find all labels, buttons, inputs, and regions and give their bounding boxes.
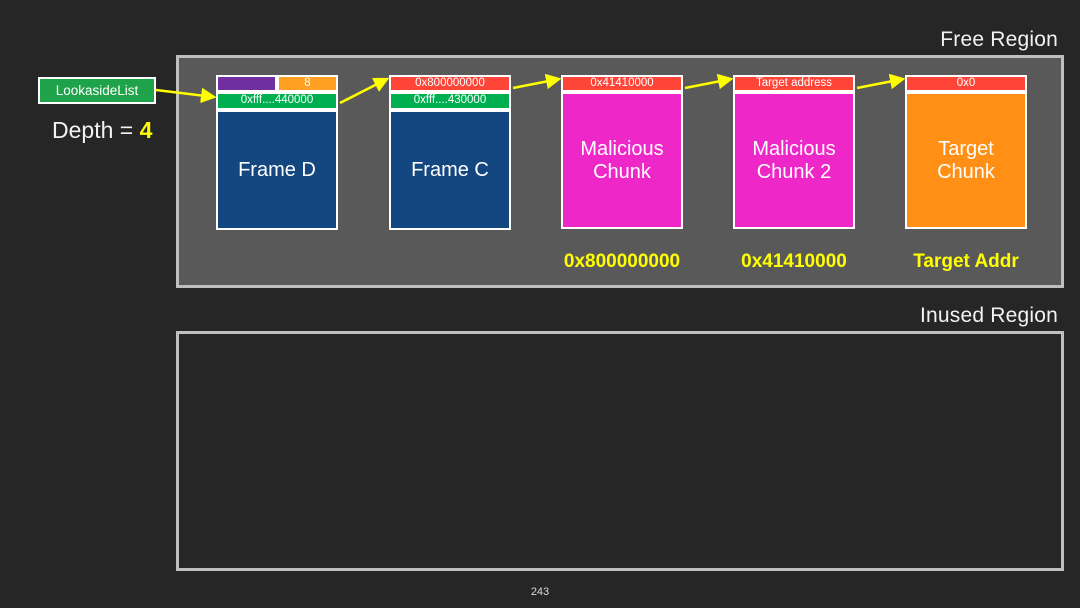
inused-region-box [176, 331, 1064, 571]
chunk-frame-d-header-cell-0 [216, 75, 277, 92]
chunk-malicious-2-header-cell-0: Target address [733, 75, 855, 92]
chunk-malicious-1-header-cell-0: 0x41410000 [561, 75, 683, 92]
chunk-frame-c-header-cell-0: 0x800000000 [389, 75, 511, 92]
inused-region-title: Inused Region [919, 304, 1058, 327]
depth-value: 4 [139, 117, 153, 143]
page-number: 243 [530, 586, 550, 598]
caption-malicious-1: 0x800000000 [563, 251, 681, 272]
caption-malicious-2: 0x41410000 [741, 251, 847, 272]
chunk-frame-c: 0x800000000 0xfff....430000 Frame C [389, 75, 511, 230]
chunk-frame-d-body: Frame D [216, 110, 338, 230]
chunk-target-header: 0x0 [905, 75, 1027, 92]
chunk-target-header-cell-0: 0x0 [905, 75, 1027, 92]
free-region-title: Free Region [940, 28, 1058, 51]
lookaside-list-node: LookasideList [38, 77, 156, 104]
chunk-frame-c-link-address: 0xfff....430000 [389, 92, 511, 110]
depth-prefix: Depth = [52, 117, 140, 143]
chunk-frame-d: 8 0xfff....440000 Frame D [216, 75, 338, 230]
chunk-frame-d-header: 8 [216, 75, 338, 92]
depth-label: Depth = 4 [52, 117, 152, 144]
caption-target: Target Addr [913, 251, 1019, 272]
chunk-malicious-1-header: 0x41410000 [561, 75, 683, 92]
chunk-frame-c-header: 0x800000000 [389, 75, 511, 92]
chunk-frame-c-body: Frame C [389, 110, 511, 230]
chunk-frame-d-link-address: 0xfff....440000 [216, 92, 338, 110]
chunk-frame-d-header-cell-1: 8 [277, 75, 338, 92]
chunk-malicious-2-header: Target address [733, 75, 855, 92]
